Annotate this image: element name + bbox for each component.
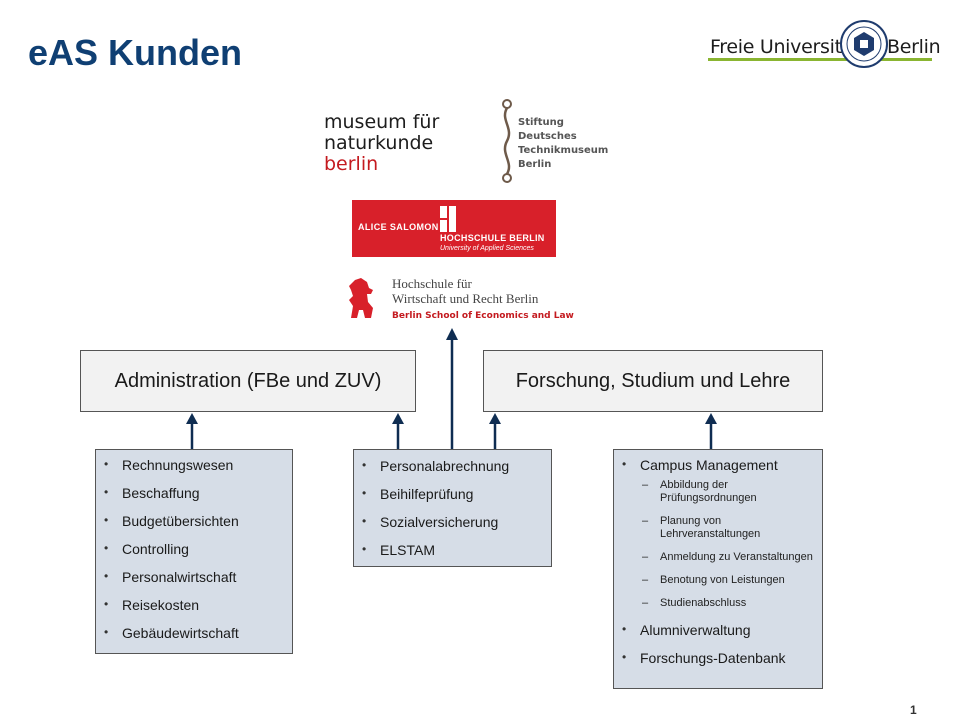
list-item: Alumniverwaltung [614,622,822,638]
alice-salomon-logo: ALICE SALOMON HOCHSCHULE BERLIN Universi… [352,200,556,257]
list-item: Personalabrechnung [354,458,551,474]
sdtm-line3: Technikmuseum [518,145,609,156]
list-item: Personalwirtschaft [96,569,292,585]
mfn-line1: museum für [324,111,440,133]
fu-logo-green-line [708,58,932,61]
sub-list-item: Planung von Lehrveranstaltungen [614,515,822,541]
mfn-line3: berlin [324,153,379,175]
list-item: Rechnungswesen [96,457,292,473]
page-title: eAS Kunden [28,32,243,73]
technikmuseum-logo: Stiftung Deutsches Technikmuseum Berlin [518,116,608,172]
list-item: Campus Management [614,457,822,473]
list-item: Budgetübersichten [96,513,292,529]
list-item: Sozialversicherung [354,514,551,530]
ash-name: ALICE SALOMON [358,222,439,232]
ash-uas: University of Applied Sciences [440,245,534,252]
personal-list-box: Personalabrechnung Beihilfeprüfung Sozia… [353,449,552,567]
admin-list-box: Rechnungswesen Beschaffung Budgetübersic… [95,449,293,654]
fu-logo-left-text: Freie Universität [710,36,861,58]
mfn-line2: naturkunde [324,132,434,154]
hwr-logo: Hochschule für Wirtschaft und Recht Berl… [392,276,538,306]
museum-naturkunde-logo: museum für naturkunde berlin [324,112,439,175]
ash-mark-icon [440,206,456,232]
forschung-list-box: Campus Management Abbildung der Prüfungs… [613,449,823,689]
sdtm-line2: Deutsches [518,131,577,142]
list-item: Beihilfeprüfung [354,486,551,502]
sdtm-line1: Stiftung [518,117,564,128]
list-item: Forschungs-Datenbank [614,650,822,666]
list-item: Controlling [96,541,292,557]
list-item: ELSTAM [354,542,551,558]
fu-seal-icon [840,20,888,68]
hwr-line2: Wirtschaft und Recht Berlin [392,291,539,306]
list-item: Gebäudewirtschaft [96,625,292,641]
sub-list-item: Studienabschluss [614,597,822,610]
sdtm-line4: Berlin [518,159,552,170]
ash-hochschule: HOCHSCHULE BERLIN [440,233,545,243]
list-item: Beschaffung [96,485,292,501]
hwr-subtitle: Berlin School of Economics and Law [392,311,574,321]
administration-box: Administration (FBe und ZUV) [80,350,416,412]
fu-logo-right-text: Berlin [887,36,941,58]
berlin-bear-icon [349,278,373,318]
fu-berlin-logo: Freie Universität Berlin [708,12,941,76]
forschung-box: Forschung, Studium und Lehre [483,350,823,412]
sub-list-item: Anmeldung zu Veranstaltungen [614,551,822,564]
sub-list-item: Abbildung der Prüfungsordnungen [614,479,822,505]
technikmuseum-icon [502,99,512,183]
hwr-line1: Hochschule für [392,276,472,291]
page-number: 1 [910,703,917,717]
list-item: Reisekosten [96,597,292,613]
sub-list-item: Benotung von Leistungen [614,574,822,587]
